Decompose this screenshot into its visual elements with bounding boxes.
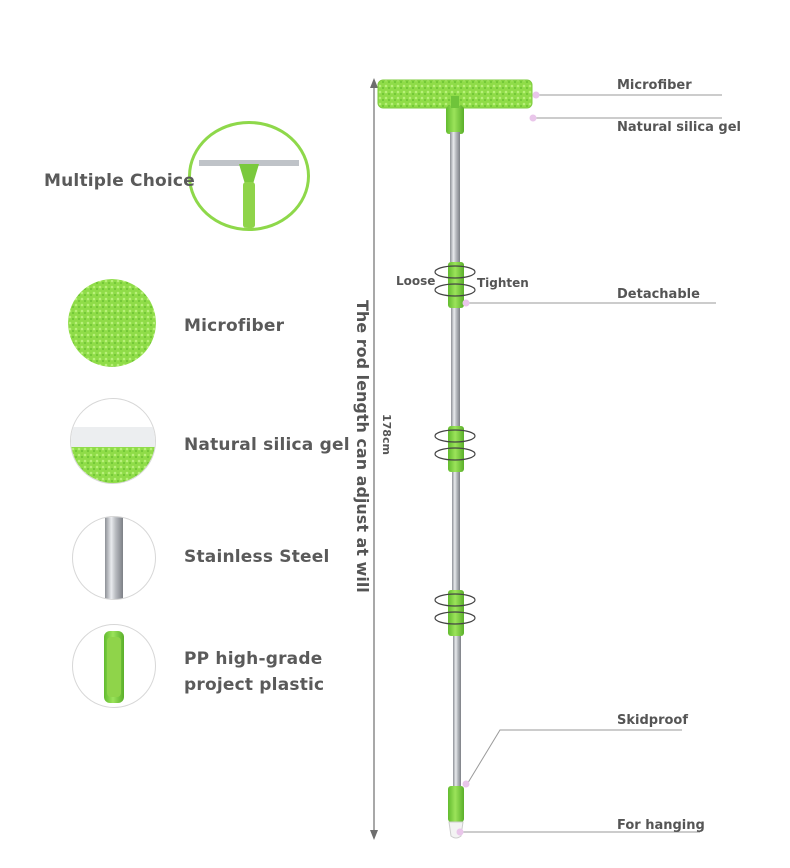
- mop-head: [377, 79, 533, 134]
- stainless-steel-label: Stainless Steel: [184, 547, 330, 567]
- rotate-arrows: [434, 265, 476, 625]
- callout-for-hanging: For hanging: [617, 818, 705, 833]
- length-measure-line: [370, 78, 378, 840]
- multiple-choice-circle: [188, 121, 310, 231]
- rod-length-value: 178cm: [380, 414, 393, 455]
- callout-lines: [460, 94, 722, 833]
- pp-plastic-label-line1: PP high-grade: [184, 649, 323, 669]
- microfiber-label: Microfiber: [184, 316, 285, 336]
- multiple-choice-label: Multiple Choice: [44, 171, 195, 191]
- telescopic-rod: [450, 132, 461, 790]
- microfiber-circle: [68, 279, 156, 367]
- callout-skidproof: Skidproof: [617, 713, 689, 728]
- loose-label: Loose: [396, 274, 436, 288]
- tighten-label: Tighten: [477, 276, 529, 290]
- pp-plastic-label-line2: project plastic: [184, 675, 325, 695]
- silica-gel-circle: [70, 398, 156, 484]
- callout-silica-gel: Natural silica gel: [617, 120, 741, 135]
- silica-gel-label: Natural silica gel: [184, 435, 350, 455]
- callout-dots: [456, 91, 540, 836]
- callout-microfiber: Microfiber: [617, 78, 692, 93]
- pp-plastic-circle: [72, 624, 156, 708]
- stainless-steel-circle: [72, 516, 156, 600]
- callout-detachable: Detachable: [617, 287, 700, 302]
- rod-length-caption: The rod length can adjust at will: [353, 300, 372, 593]
